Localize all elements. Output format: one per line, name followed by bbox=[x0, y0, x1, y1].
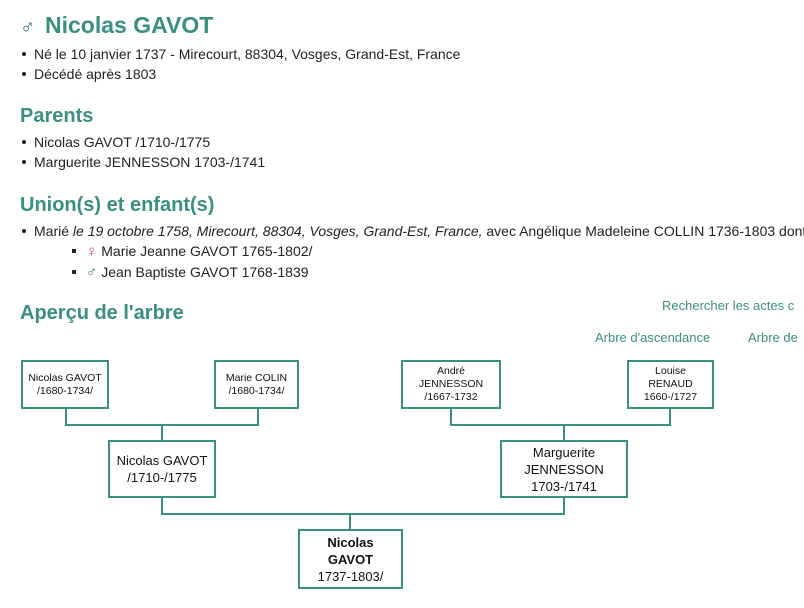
tree-box-father[interactable]: Nicolas GAVOT /1710-/1775 bbox=[108, 440, 216, 498]
tree-box-line: Marguerite bbox=[532, 444, 596, 460]
spouse-link[interactable]: avec Angélique Madeleine COLLIN 1736-180… bbox=[482, 223, 804, 239]
children-list: ♀Marie Jeanne GAVOT 1765-1802/ ♂Jean Bap… bbox=[70, 241, 312, 283]
connector-line bbox=[563, 424, 565, 442]
person-facts: Né le 10 janvier 1737 - Mirecourt, 88304… bbox=[20, 44, 460, 84]
tree-box-root-person[interactable]: Nicolas GAVOT 1737-1803/ bbox=[298, 529, 403, 589]
descendance-clip: Arbre de bbox=[746, 330, 804, 350]
connector-line bbox=[65, 408, 67, 426]
tree-heading: Aperçu de l'arbre bbox=[20, 302, 184, 324]
male-gender-icon: ♂ bbox=[20, 16, 35, 38]
tree-box-line: /1680-1734/ bbox=[228, 384, 285, 397]
parent-mother-link[interactable]: Marguerite JENNESSON 1703-/1741 bbox=[20, 152, 265, 172]
connector-line bbox=[257, 408, 259, 426]
marriage-item: Marié le 19 octobre 1758, Mirecourt, 883… bbox=[20, 221, 804, 241]
tree-box-line: Nicolas bbox=[327, 534, 374, 550]
parent-father-link[interactable]: Nicolas GAVOT /1710-/1775 bbox=[20, 132, 265, 152]
tree-box-line: /1710-/1775 bbox=[127, 470, 197, 485]
tree-box-line: André bbox=[436, 365, 466, 377]
tree-box-line: /1667-1732 bbox=[424, 391, 478, 403]
tree-box-line: Nicolas GAVOT bbox=[28, 371, 102, 384]
parents-list: Nicolas GAVOT /1710-/1775 Marguerite JEN… bbox=[20, 132, 265, 172]
tree-box-mother[interactable]: Marguerite JENNESSON 1703-/1741 bbox=[500, 440, 628, 498]
search-acts-clip: Rechercher les actes c bbox=[660, 298, 804, 318]
connector-line bbox=[563, 497, 565, 515]
tree-box-line: RENAUD bbox=[648, 378, 693, 390]
tree-box-line: JENNESSON bbox=[524, 461, 604, 477]
tree-box-line: GAVOT bbox=[327, 551, 374, 567]
person-name: Nicolas GAVOT bbox=[45, 12, 214, 38]
connector-line bbox=[349, 513, 351, 531]
tree-box-line: JENNESSON bbox=[418, 378, 484, 390]
ascendance-tree-link[interactable]: Arbre d'ascendance bbox=[595, 330, 711, 345]
connector-line bbox=[450, 408, 452, 426]
tree-box-line: Louise bbox=[655, 365, 686, 377]
tree-box-line: /1680-1734/ bbox=[36, 384, 94, 397]
connector-line bbox=[669, 408, 671, 426]
tree-box-line: Marie COLIN bbox=[225, 371, 288, 384]
child-name[interactable]: Marie Jeanne GAVOT 1765-1802/ bbox=[101, 243, 313, 259]
tree-box-line: 1703-/1741 bbox=[531, 478, 597, 494]
search-acts-link[interactable]: Rechercher les actes c bbox=[662, 298, 795, 313]
male-gender-icon: ♂ bbox=[86, 264, 98, 281]
connector-line bbox=[161, 497, 163, 515]
birth-fact: Né le 10 janvier 1737 - Mirecourt, 88304… bbox=[20, 44, 460, 64]
unions-heading: Union(s) et enfant(s) bbox=[20, 194, 215, 216]
tree-box-line: 1660-/1727 bbox=[643, 391, 698, 403]
child-name[interactable]: Jean Baptiste GAVOT 1768-1839 bbox=[101, 264, 309, 280]
child-item[interactable]: ♂Jean Baptiste GAVOT 1768-1839 bbox=[70, 262, 312, 283]
connector-line bbox=[450, 424, 671, 426]
marriage-date-place: le 19 octobre 1758, Mirecourt, 88304, Vo… bbox=[72, 223, 483, 239]
tree-box-grandfather-maternal[interactable]: André JENNESSON /1667-1732 bbox=[401, 360, 501, 409]
unions-list: Marié le 19 octobre 1758, Mirecourt, 883… bbox=[20, 221, 804, 241]
connector-line bbox=[161, 513, 565, 515]
tree-box-grandmother-maternal[interactable]: Louise RENAUD 1660-/1727 bbox=[627, 360, 714, 409]
tree-box-grandmother-paternal[interactable]: Marie COLIN /1680-1734/ bbox=[214, 360, 299, 409]
child-item[interactable]: ♀Marie Jeanne GAVOT 1765-1802/ bbox=[70, 241, 312, 262]
connector-line bbox=[161, 424, 163, 442]
tree-box-line: 1737-1803/ bbox=[317, 568, 384, 584]
parents-heading: Parents bbox=[20, 105, 94, 127]
marriage-prefix: Marié bbox=[34, 223, 73, 239]
tree-box-grandfather-paternal[interactable]: Nicolas GAVOT /1680-1734/ bbox=[21, 360, 109, 409]
female-gender-icon: ♀ bbox=[86, 243, 98, 260]
page-title: ♂ Nicolas GAVOT bbox=[20, 12, 213, 39]
descendance-tree-link[interactable]: Arbre de bbox=[748, 330, 798, 345]
death-fact: Décédé après 1803 bbox=[20, 64, 460, 84]
tree-box-line: Nicolas GAVOT bbox=[116, 453, 208, 468]
